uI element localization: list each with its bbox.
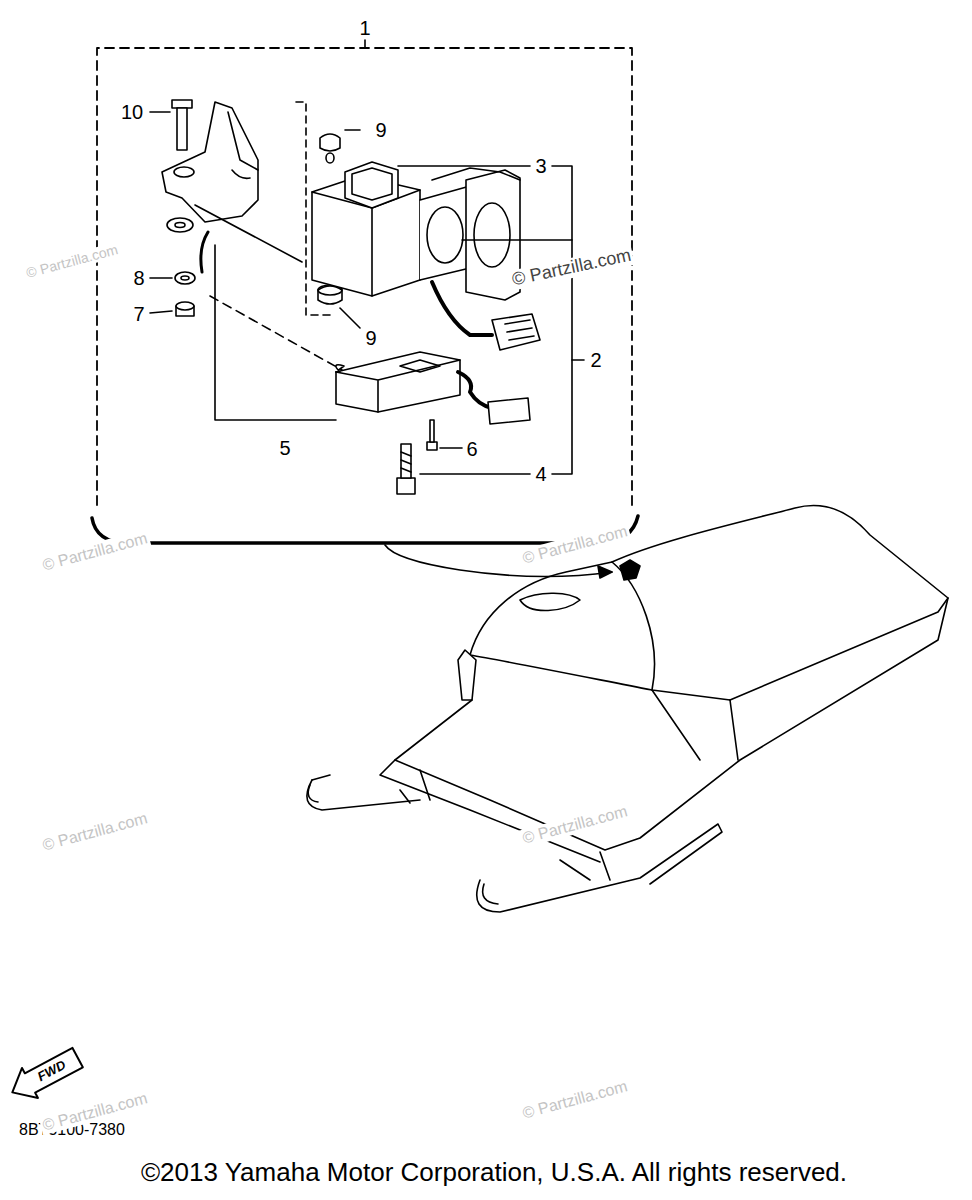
callout-number: 4: [533, 463, 548, 485]
watermark: © Partzilla.com: [519, 1077, 632, 1123]
callout-number: 7: [131, 303, 146, 325]
callout-number: 3: [533, 155, 548, 177]
callout-number: 10: [119, 101, 145, 123]
watermark: © Partzilla.com: [39, 529, 152, 575]
callout-number: 9: [363, 327, 378, 349]
callout-number: 6: [464, 438, 479, 460]
caption: ©2013 Yamaha Motor Corporation, U.S.A. A…: [141, 1158, 847, 1187]
watermark: © Partzilla.com: [519, 802, 632, 848]
callout-number: 1: [357, 17, 372, 39]
watermark: © Partzilla.com: [23, 242, 122, 282]
callout-number: 9: [373, 119, 388, 141]
watermark: © Partzilla.com: [39, 809, 152, 855]
callout-number: 5: [277, 437, 292, 459]
callout-number: 2: [588, 349, 603, 371]
callout-number: 8: [131, 267, 146, 289]
